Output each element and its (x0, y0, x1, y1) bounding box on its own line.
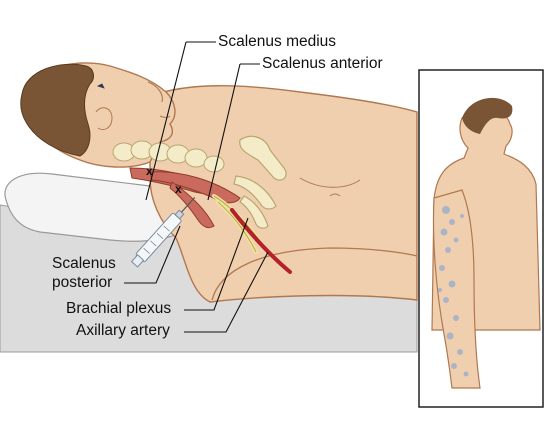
label-scalenus-medius: Scalenus medius (218, 33, 337, 50)
scalenus-posterior-muscle (169, 181, 215, 229)
label-scalenus-posterior-line1: Scalenus (52, 255, 116, 272)
cervical-spine (112, 140, 225, 173)
leader-lines (124, 41, 269, 333)
label-axillary-artery: Axillary artery (76, 322, 170, 339)
clavicle-and-ribs (233, 135, 287, 229)
injection-mark-1: x (146, 164, 153, 178)
eye (96, 83, 105, 89)
axillary-artery-vessel (230, 208, 292, 274)
mouth (159, 115, 171, 118)
label-brachial-plexus: Brachial plexus (66, 300, 172, 317)
chest-contour (299, 177, 361, 188)
nipple (329, 193, 341, 197)
hair (20, 63, 94, 157)
label-scalenus-anterior: Scalenus anterior (262, 55, 383, 72)
scalenus-anterior-muscle (149, 171, 241, 204)
torso (149, 85, 418, 303)
injection-mark-2: x (175, 182, 182, 196)
anesthetic-area (438, 206, 469, 377)
nose (147, 81, 163, 103)
syringe (130, 196, 196, 268)
inset-arm (432, 189, 481, 389)
label-scalenus-posterior-line2: posterior (52, 274, 113, 291)
inset-hair (462, 97, 513, 134)
ear (95, 107, 113, 131)
